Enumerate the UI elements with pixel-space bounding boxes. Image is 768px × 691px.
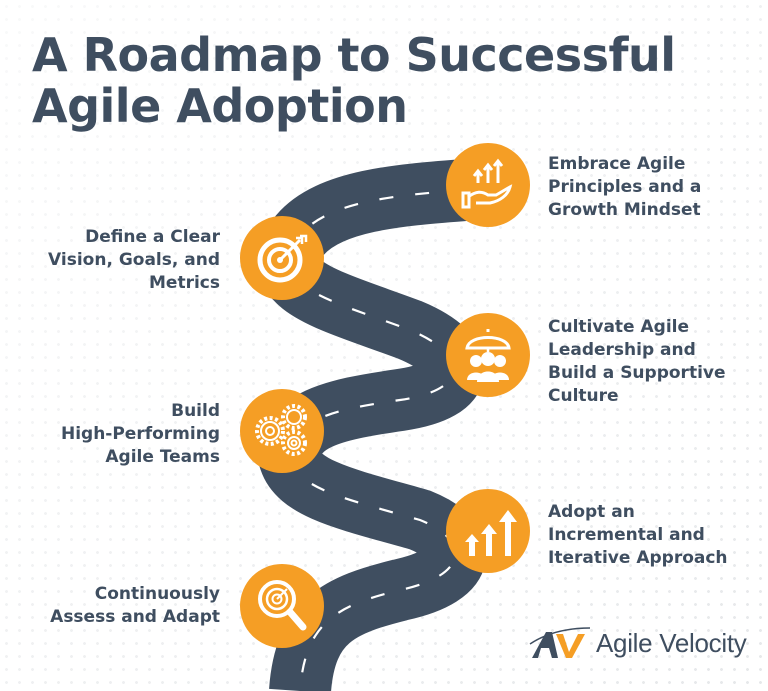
page-title: A Roadmap to Successful Agile Adoption <box>32 30 676 132</box>
step-2-label: Define a Clear Vision, Goals, and Metric… <box>48 227 220 293</box>
av-logo-mark-icon <box>529 627 591 658</box>
agile-velocity-logo: Agile Velocity <box>528 626 747 660</box>
target-arrow-icon <box>257 234 308 283</box>
step-3-icon-circle <box>446 313 530 397</box>
gears-icon <box>255 404 307 456</box>
step-4-label: Build High-Performing Agile Teams <box>60 401 220 467</box>
step-5-label: Adopt an Incremental and Iterative Appro… <box>548 502 728 568</box>
step-4-icon-circle <box>240 389 324 473</box>
umbrella-people-icon <box>465 329 511 382</box>
step-3-label: Cultivate Agile Leadership and Build a S… <box>548 317 726 406</box>
rising-arrows-icon <box>465 510 517 556</box>
hand-growth-arrows-icon <box>461 158 513 209</box>
step-2-icon-circle <box>240 216 324 300</box>
step-6-icon-circle <box>240 564 324 648</box>
title-line-2: Agile Adoption <box>32 79 408 133</box>
title-line-1: A Roadmap to Successful <box>32 28 676 82</box>
logo-text: Agile Velocity <box>596 627 747 658</box>
step-1-label: Embrace Agile Principles and a Growth Mi… <box>548 154 702 220</box>
magnifier-target-icon <box>258 580 307 631</box>
step-1-icon-circle <box>446 143 530 227</box>
step-6-label: Continuously Assess and Adapt <box>50 584 220 627</box>
step-5-icon-circle <box>446 489 530 573</box>
